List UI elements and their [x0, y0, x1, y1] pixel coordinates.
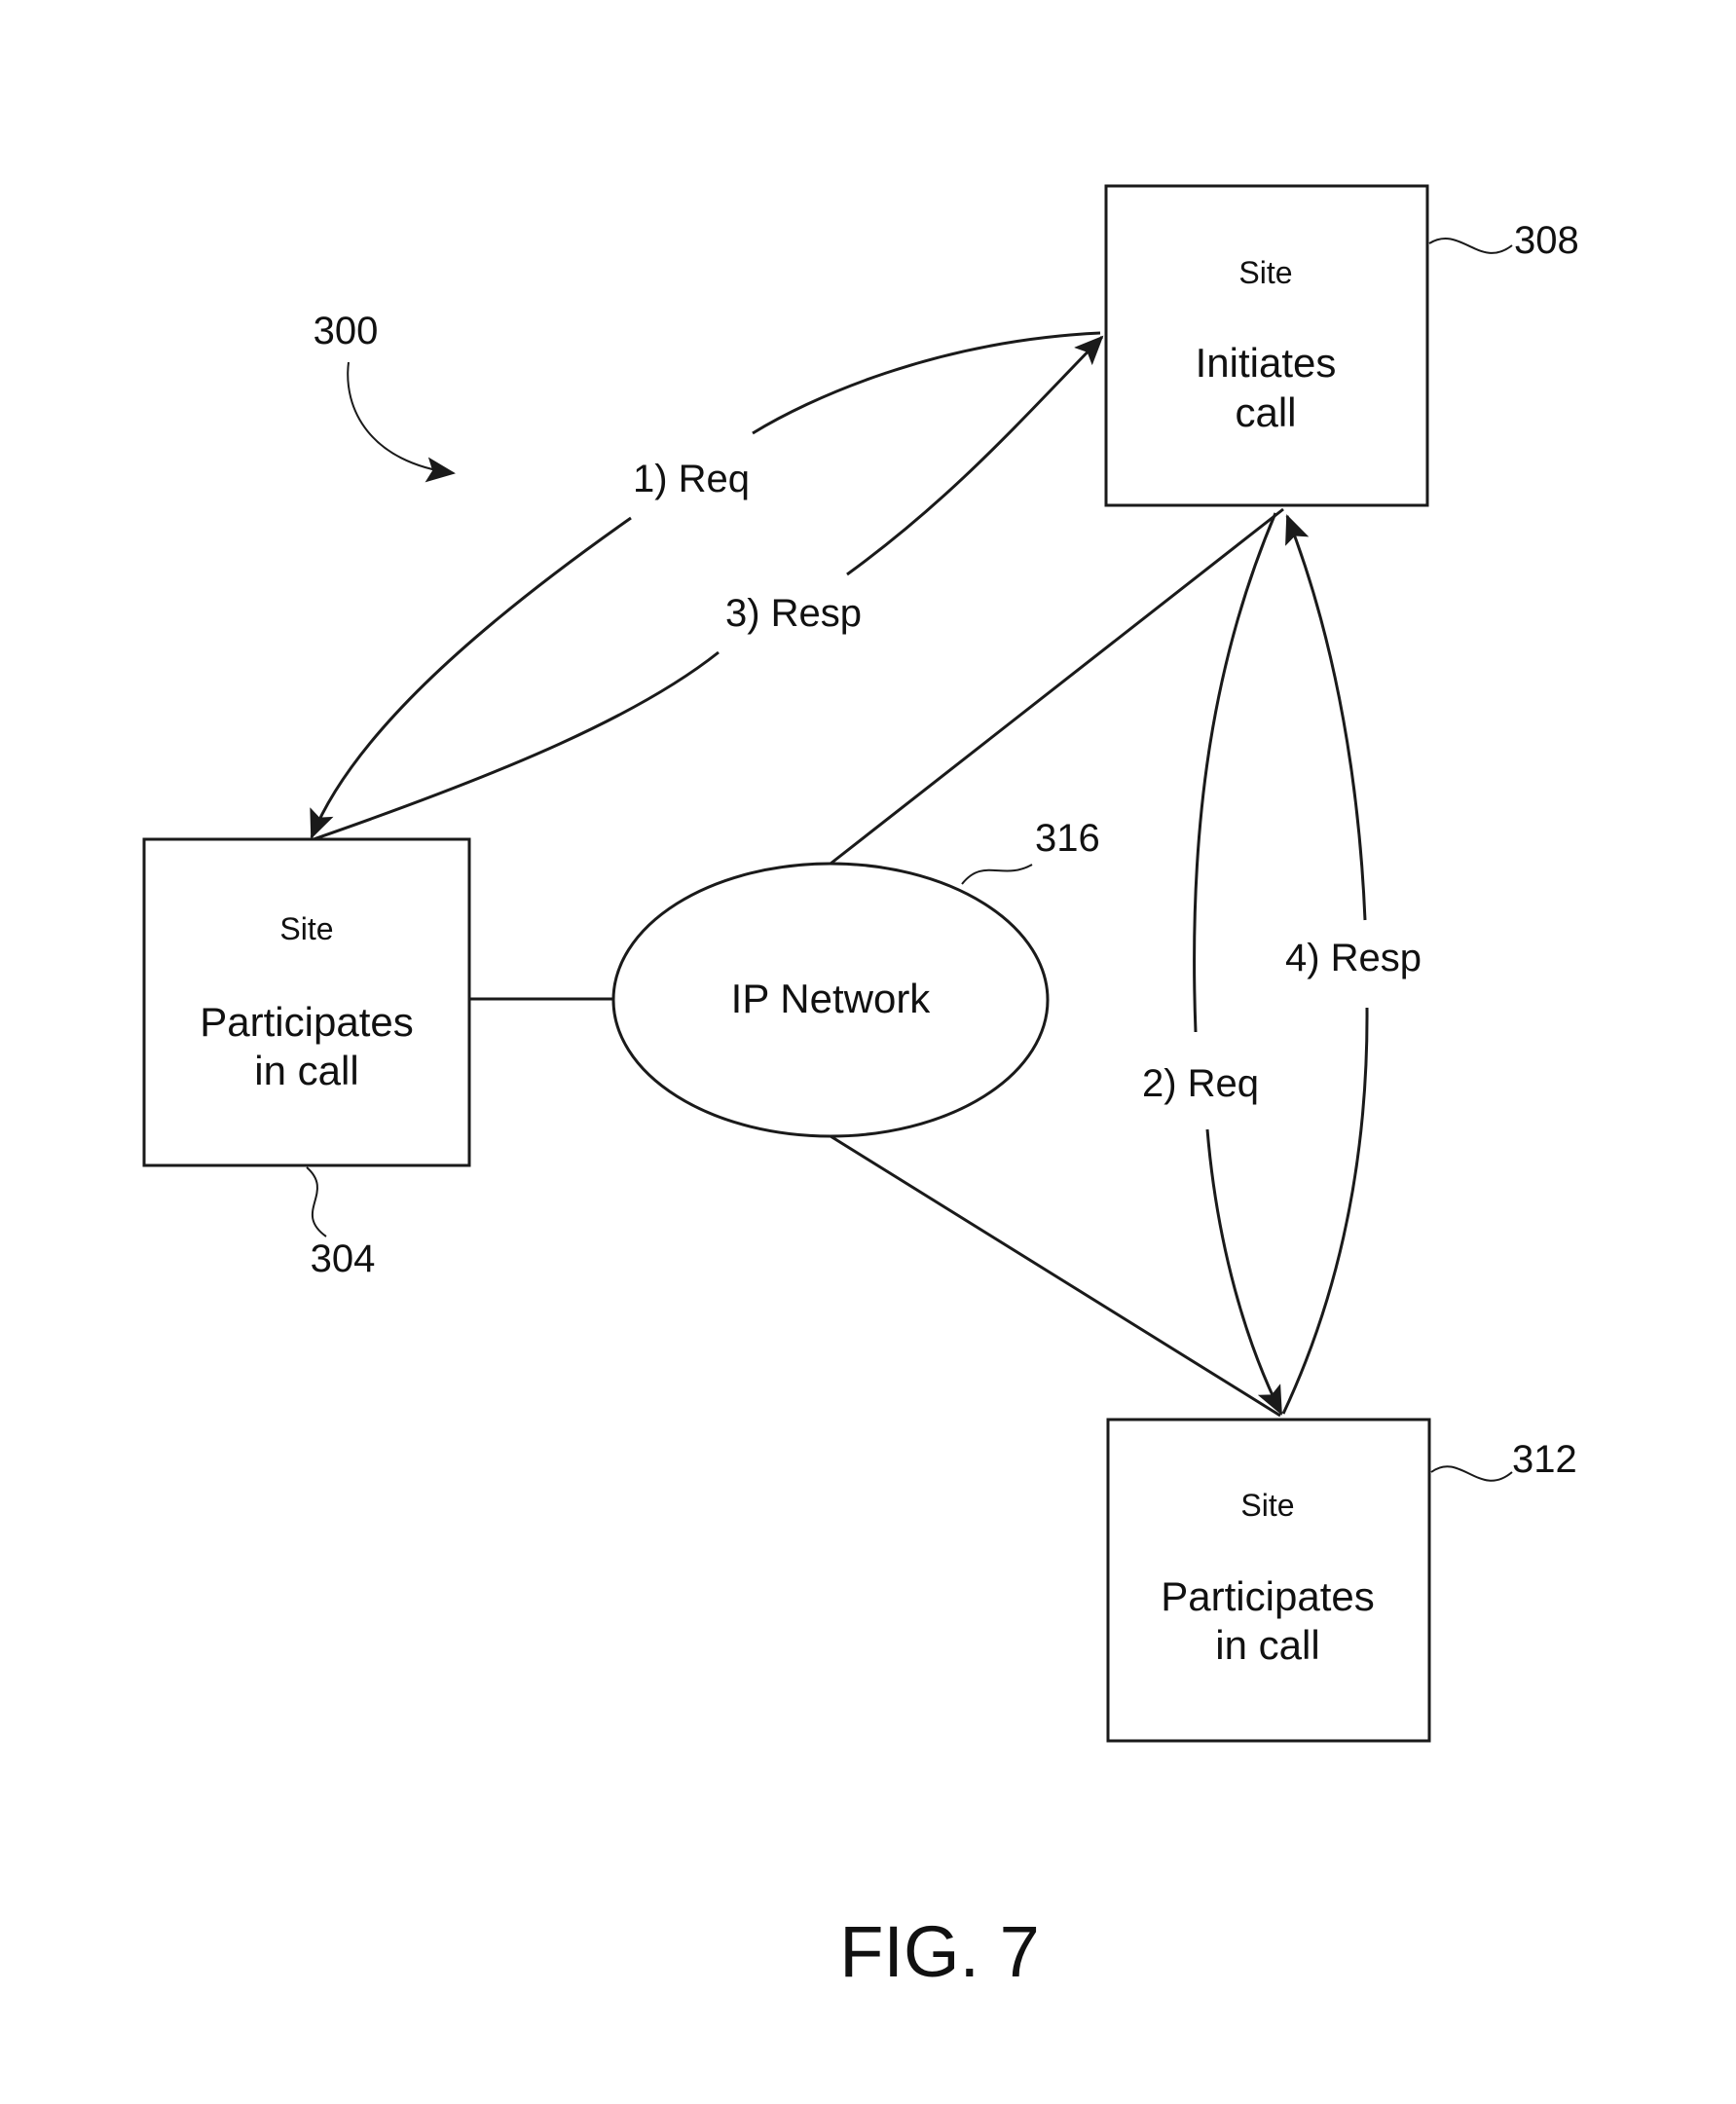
- message-4-resp-arrow: [1287, 516, 1365, 920]
- ref-312-leader: [1431, 1466, 1512, 1481]
- figure-label: FIG. 7: [839, 1911, 1040, 1992]
- message-2-req-arrow-tail: [1207, 1129, 1281, 1414]
- site-left-participant: Site Participates in call: [144, 839, 469, 1165]
- ref-system-label: 300: [314, 310, 379, 352]
- message-1-req-arrow-tail: [312, 518, 631, 837]
- message-1-req-arrow: [753, 333, 1100, 433]
- ref-312-label: 312: [1512, 1438, 1577, 1481]
- site-left-participant-role-line2: in call: [254, 1048, 358, 1093]
- ip-network-label: IP Network: [731, 976, 932, 1021]
- message-2-req-label: 2) Req: [1142, 1062, 1259, 1105]
- ref-308-leader: [1429, 239, 1512, 253]
- ref-304-label: 304: [311, 1237, 376, 1280]
- site-right-participant-role-line1: Participates: [1161, 1573, 1374, 1619]
- message-4-resp-arrow-tail: [1283, 1008, 1367, 1414]
- site-right-participant-label: Site: [1240, 1488, 1294, 1523]
- message-1-req-label: 1) Req: [633, 458, 750, 500]
- ref-304-leader: [307, 1167, 326, 1237]
- site-right-participant: Site Participates in call: [1108, 1420, 1429, 1741]
- ref-316-leader: [962, 865, 1032, 884]
- site-left-participant-role-line1: Participates: [200, 999, 413, 1045]
- site-initiator: Site Initiates call: [1106, 186, 1427, 505]
- site-right-participant-role-line2: in call: [1215, 1622, 1319, 1668]
- site-initiator-role-line2: call: [1235, 389, 1296, 435]
- ip-network: IP Network: [613, 864, 1048, 1136]
- site-initiator-role-line1: Initiates: [1196, 340, 1337, 386]
- message-4-resp-label: 4) Resp: [1285, 937, 1422, 979]
- site-left-participant-label: Site: [279, 911, 333, 946]
- message-2-req-arrow: [1195, 513, 1275, 1032]
- ref-system-pointer: [348, 362, 454, 473]
- message-3-resp-arrow-tail: [314, 652, 719, 839]
- ref-316-label: 316: [1035, 817, 1100, 860]
- message-3-resp-label: 3) Resp: [725, 592, 862, 635]
- site-initiator-label: Site: [1238, 255, 1292, 290]
- link-network-initiator: [831, 509, 1283, 864]
- ref-308-label: 308: [1514, 219, 1579, 262]
